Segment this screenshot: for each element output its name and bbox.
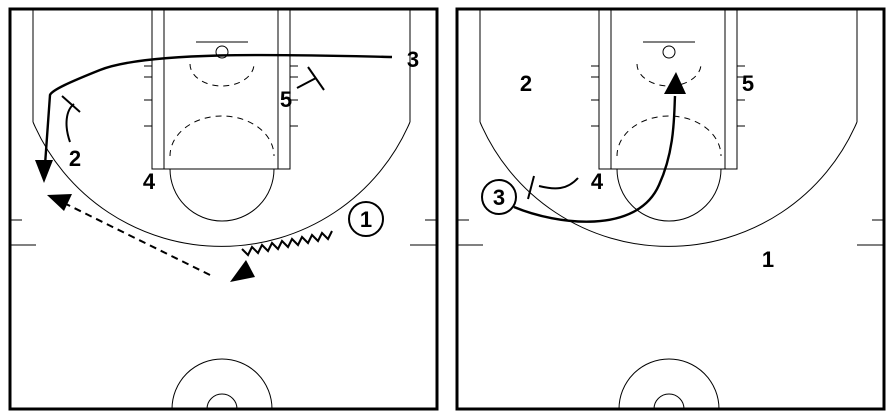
ball-handler-ring — [348, 201, 384, 237]
player-4: 4 — [143, 169, 156, 194]
player-5: 5 — [280, 87, 292, 112]
cut-path-3 — [43, 53, 393, 166]
panel-1: 1 2 3 4 5 — [8, 7, 439, 411]
dribble-path — [241, 230, 333, 257]
screen-path-2 — [65, 103, 75, 143]
pass-line — [61, 201, 211, 276]
player-4b: 4 — [591, 169, 604, 194]
screen-bar-4 — [527, 175, 535, 200]
screen-bar-2 — [61, 95, 81, 113]
player-1b: 1 — [762, 247, 774, 272]
arrowhead-cut-basket — [664, 72, 686, 94]
arrowhead-dribble — [230, 260, 255, 282]
cut-path-3-basket — [513, 95, 677, 223]
screen-path-4 — [538, 177, 579, 190]
player-2b: 2 — [520, 71, 532, 96]
player-2: 2 — [69, 146, 81, 171]
arrowhead-pass — [47, 194, 72, 211]
ball-handler-ring-3 — [481, 179, 517, 215]
player-5b: 5 — [742, 71, 754, 96]
screen-bar-5 — [307, 66, 325, 91]
panel-2: 3 1 2 4 5 — [455, 7, 886, 411]
player-3: 3 — [407, 47, 419, 72]
player-3b: 3 — [493, 185, 505, 210]
player-1: 1 — [360, 207, 372, 232]
screen-path-5 — [296, 77, 317, 89]
arrowhead-cut-3 — [35, 160, 53, 183]
